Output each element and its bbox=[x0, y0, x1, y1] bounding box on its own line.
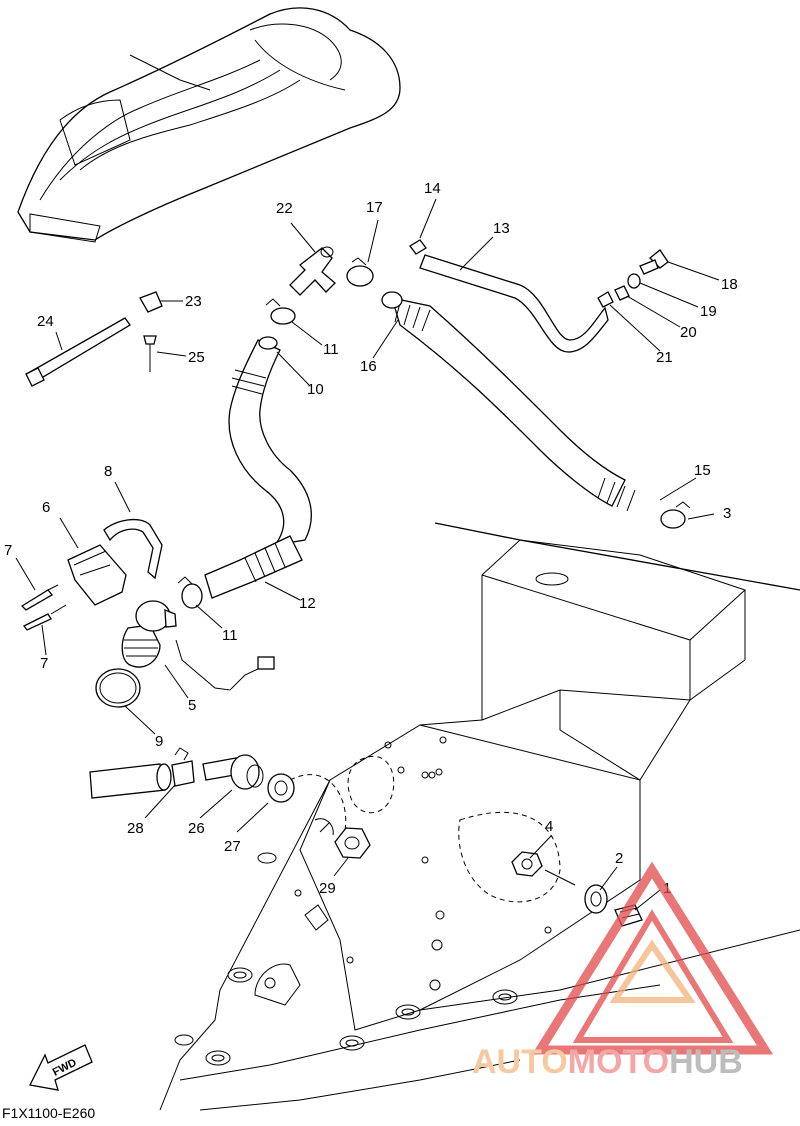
part-21-clamp bbox=[597, 291, 614, 308]
part-4-nut bbox=[511, 851, 543, 877]
fwd-arrow-icon: FWD bbox=[29, 1044, 93, 1091]
watermark-part-2: MOTO bbox=[567, 1043, 670, 1081]
callout-25: 25 bbox=[188, 349, 205, 366]
diagram-code: F1X1100-E260 bbox=[2, 1105, 96, 1121]
callout-13: 13 bbox=[493, 220, 510, 237]
callout-2: 2 bbox=[615, 850, 623, 867]
callout-23: 23 bbox=[185, 293, 202, 310]
callout-15: 15 bbox=[694, 462, 711, 479]
part-11-clamp-lower bbox=[177, 576, 203, 609]
callout-22: 22 bbox=[276, 200, 293, 217]
part-17-clamp bbox=[346, 257, 374, 287]
watermark-text: AUTOMOTOHUB bbox=[472, 1043, 743, 1082]
part-19-washer bbox=[627, 273, 641, 289]
part-12-hose bbox=[204, 535, 303, 599]
part-15-bellows bbox=[597, 477, 636, 512]
part-29-nut bbox=[334, 827, 371, 859]
callout-17: 17 bbox=[366, 199, 383, 216]
callout-numbers: 1 2 3 4 5 6 7 7 8 9 10 11 11 12 13 14 15… bbox=[4, 180, 738, 897]
part-5-pump bbox=[121, 600, 275, 691]
part-23-clip bbox=[139, 291, 163, 313]
callout-27: 27 bbox=[224, 838, 241, 855]
callout-19: 19 bbox=[700, 303, 717, 320]
part-20-nut bbox=[614, 285, 630, 301]
part-7-rivet-lower bbox=[23, 604, 67, 631]
callout-7a: 7 bbox=[4, 542, 12, 559]
part-25-rivet bbox=[143, 335, 157, 372]
callout-12: 12 bbox=[299, 595, 316, 612]
part-8-holder bbox=[103, 518, 163, 580]
part-14-clamp bbox=[409, 239, 427, 255]
callout-10: 10 bbox=[307, 381, 324, 398]
callout-28: 28 bbox=[127, 820, 144, 837]
callout-5: 5 bbox=[188, 697, 196, 714]
callout-3: 3 bbox=[723, 505, 731, 522]
callout-11b: 11 bbox=[222, 627, 238, 644]
part-3-clamp bbox=[660, 501, 691, 529]
callout-29: 29 bbox=[319, 880, 336, 897]
watercraft-overview bbox=[17, 7, 401, 243]
part-10-hose bbox=[228, 336, 312, 546]
callout-11a: 11 bbox=[323, 341, 339, 358]
callout-20: 20 bbox=[680, 324, 697, 341]
part-27-washer bbox=[267, 773, 295, 803]
callout-4: 4 bbox=[545, 818, 553, 835]
part-13-pipe bbox=[419, 254, 609, 353]
part-11-clamp-upper bbox=[265, 298, 296, 325]
part-7-rivet-upper bbox=[20, 584, 59, 611]
watermark-part-1: AUTO bbox=[472, 1043, 568, 1081]
callout-8: 8 bbox=[104, 463, 112, 480]
watermark-part-3: HUB bbox=[669, 1043, 743, 1081]
part-18-screw bbox=[639, 249, 669, 275]
part-16-hose bbox=[381, 291, 626, 507]
callout-24: 24 bbox=[37, 313, 54, 330]
watermark-logo-icon bbox=[531, 861, 774, 1055]
part-22-tee-fitting bbox=[289, 246, 336, 296]
callout-21: 21 bbox=[656, 349, 673, 366]
callout-18: 18 bbox=[721, 276, 738, 293]
part-6-bracket bbox=[67, 544, 127, 606]
callout-14: 14 bbox=[424, 180, 441, 197]
callout-6: 6 bbox=[42, 499, 50, 516]
part-26-fitting bbox=[202, 754, 264, 790]
callout-9: 9 bbox=[155, 733, 163, 750]
part-9-cover bbox=[95, 668, 141, 708]
callout-7b: 7 bbox=[40, 655, 48, 672]
callout-26: 26 bbox=[188, 820, 205, 837]
part-24-cable-tie bbox=[25, 317, 131, 387]
part-2-washer bbox=[584, 884, 608, 914]
callout-16: 16 bbox=[360, 358, 377, 375]
leader-lines bbox=[15, 198, 720, 911]
part-28-hose bbox=[89, 747, 195, 799]
hull-compartment bbox=[159, 522, 800, 1111]
